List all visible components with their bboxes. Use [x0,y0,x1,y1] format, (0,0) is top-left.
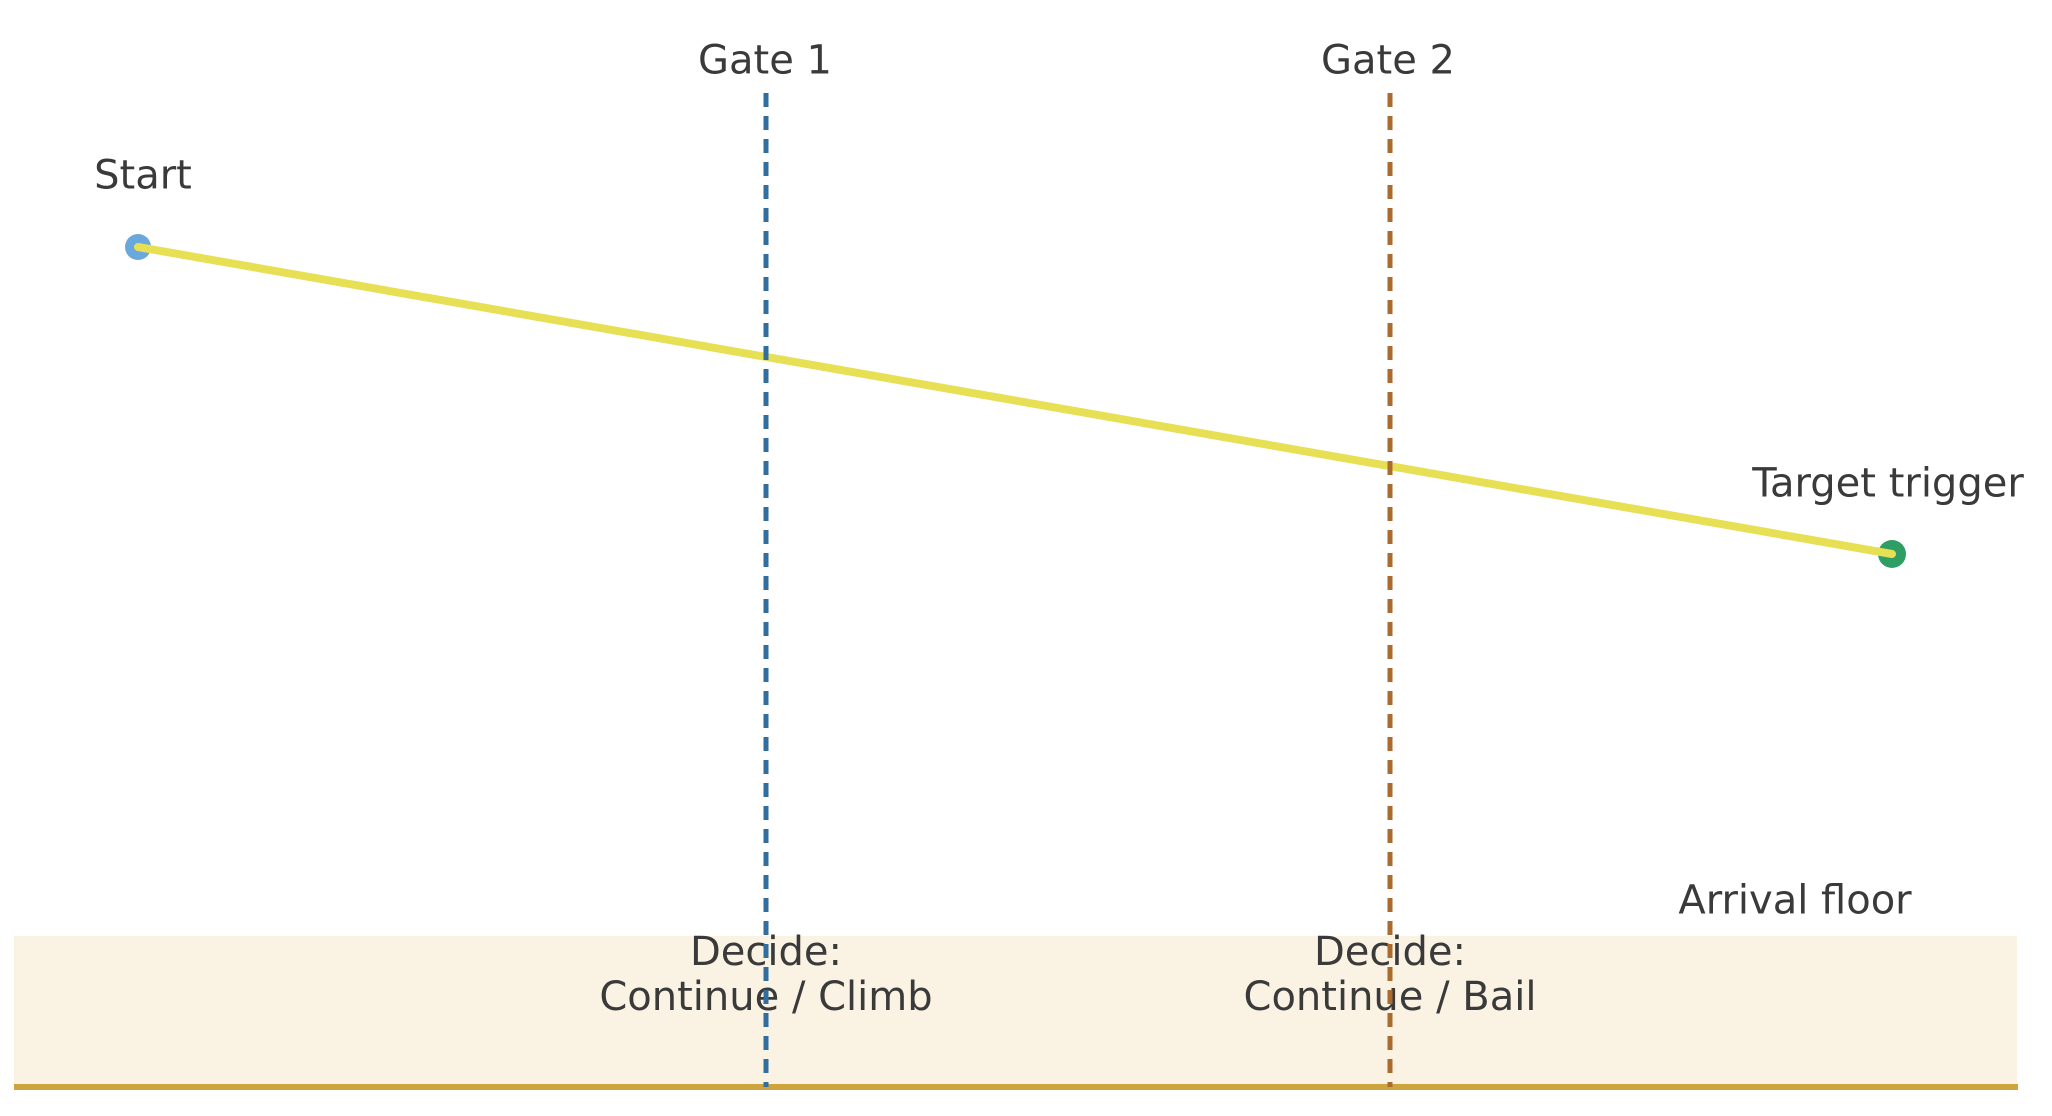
gate1-decision-line1: Decide: [690,929,842,975]
gate2-decision-line2: Continue / Bail [1243,974,1537,1020]
gate2-decision-text: Decide: Continue / Bail [1244,930,1537,1020]
gate2-decision-line1: Decide: [1313,929,1466,975]
start-point-marker [125,234,151,260]
target-trigger-label: Target trigger [1752,460,2024,507]
gate1-label: Gate 1 [698,37,832,84]
target-point-marker [1878,540,1906,568]
gate2-label: Gate 2 [1321,37,1455,84]
trajectory-line [134,243,1896,558]
start-label: Start [94,152,192,199]
arrival-floor-label: Arrival floor [1678,877,1912,924]
arrival-floor-line [14,1084,2018,1090]
gate1-decision-line2: Continue / Climb [599,974,933,1020]
gate1-decision-text: Decide: Continue / Climb [599,930,932,1020]
arrival-floor-band [14,936,2017,1087]
